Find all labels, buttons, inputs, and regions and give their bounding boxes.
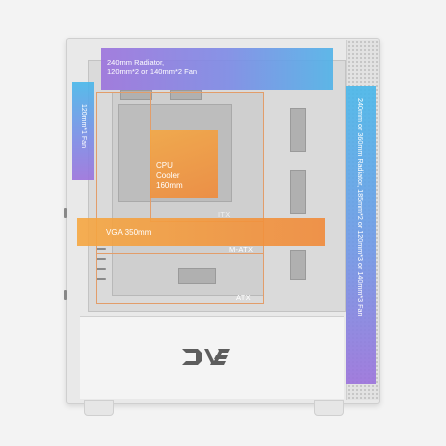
top-radiator-label-line-1: 240mm Radiator, bbox=[107, 58, 165, 67]
atx-label: ATX bbox=[236, 293, 251, 302]
cpu-cooler-clearance-box bbox=[150, 130, 218, 198]
expansion-slot bbox=[96, 248, 106, 250]
vga-length-label: VGA 350mm bbox=[106, 228, 152, 237]
cpu-cooler-label-line-2: Cooler bbox=[156, 171, 180, 180]
side-panel-latch bbox=[64, 208, 67, 218]
matx-label: M-ATX bbox=[229, 245, 254, 254]
cpu-cooler-label: CPU Cooler 160mm bbox=[156, 161, 216, 191]
cable-hole bbox=[290, 108, 306, 152]
side-panel-latch bbox=[64, 290, 67, 300]
top-radiator-label-line-2: 120mm*2 or 140mm*2 Fan bbox=[107, 67, 198, 76]
top-radiator-label: 240mm Radiator, 120mm*2 or 140mm*2 Fan bbox=[107, 58, 197, 76]
expansion-slot bbox=[96, 268, 106, 270]
expansion-slot bbox=[96, 278, 106, 280]
cable-hole bbox=[170, 90, 202, 100]
front-radiator-clearance-bar bbox=[346, 86, 376, 384]
cable-hole bbox=[178, 268, 216, 284]
cpu-cooler-label-line-1: CPU bbox=[156, 161, 173, 170]
top-radiator-clearance-bar bbox=[101, 48, 333, 90]
vga-length-bar bbox=[77, 218, 325, 246]
cable-hole bbox=[290, 170, 306, 214]
cable-hole bbox=[290, 250, 306, 280]
cable-hole bbox=[120, 90, 152, 100]
front-radiator-label: 240mm or 360mm Radiator, 185mm*2 or 120m… bbox=[356, 98, 365, 317]
case-foot-left bbox=[84, 400, 114, 416]
case-foot-right bbox=[314, 400, 344, 416]
expansion-slot bbox=[96, 258, 106, 260]
rear-fan-clearance-bar bbox=[72, 82, 94, 180]
cpu-cooler-label-line-3: 160mm bbox=[156, 181, 183, 190]
darkflash-logo-icon bbox=[182, 349, 230, 365]
itx-label: ITX bbox=[218, 210, 231, 219]
rear-fan-label: 120mm*1 Fan bbox=[80, 104, 87, 148]
